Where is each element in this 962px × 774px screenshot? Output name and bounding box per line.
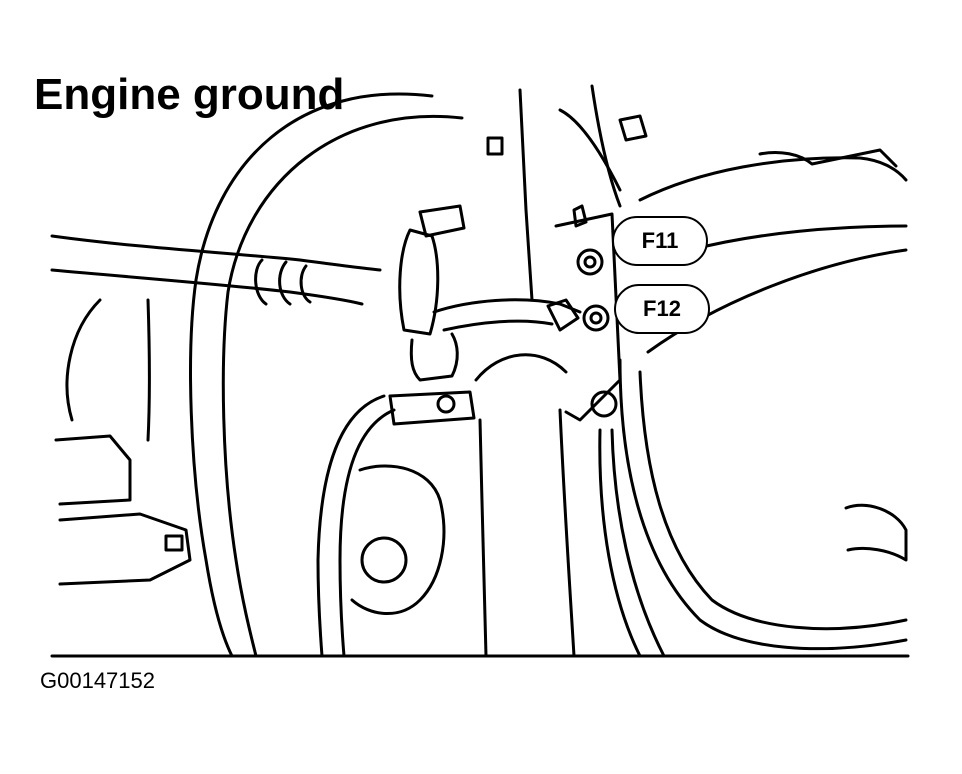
figure-id: G00147152 bbox=[40, 668, 155, 693]
upper-column-right bbox=[590, 84, 622, 208]
left-vertical bbox=[146, 298, 151, 442]
right-hose-1 bbox=[618, 358, 908, 651]
center-pipe-left bbox=[478, 418, 488, 658]
right-hose-2 bbox=[638, 370, 908, 631]
left-bracket-top bbox=[54, 434, 132, 506]
lower-bolt bbox=[436, 394, 456, 414]
small-bracket bbox=[486, 136, 504, 156]
horizontal-pipe-top bbox=[50, 234, 382, 272]
lower-bracket bbox=[388, 390, 476, 426]
pipe-coupling-1 bbox=[254, 258, 268, 306]
bolt-lower bbox=[590, 390, 618, 418]
left-clip bbox=[164, 534, 184, 552]
injector-top bbox=[418, 204, 466, 238]
right-hose-4 bbox=[610, 428, 666, 658]
pipe-coupling-3 bbox=[299, 264, 312, 304]
manifold-top bbox=[638, 156, 908, 202]
left-hose-outer bbox=[189, 92, 434, 658]
lower-pulley bbox=[360, 536, 408, 584]
mounting-plate bbox=[554, 212, 622, 422]
lower-housing bbox=[350, 464, 446, 615]
callout-f12: F12 bbox=[614, 284, 710, 334]
pipe-coupling-2 bbox=[278, 260, 292, 306]
left-bracket-mid bbox=[58, 512, 192, 586]
ground-terminal bbox=[546, 298, 580, 332]
left-hose-inner bbox=[221, 115, 464, 658]
right-hose-3 bbox=[598, 428, 642, 658]
bolt-f12-inner bbox=[589, 311, 603, 325]
bolt-f12 bbox=[582, 304, 610, 332]
center-pipe-top bbox=[474, 353, 568, 382]
diagram-title: Engine ground bbox=[34, 70, 345, 119]
left-arc bbox=[65, 298, 102, 422]
ground-wire-lower bbox=[442, 319, 554, 332]
top-hose bbox=[558, 108, 622, 192]
callout-f11: F11 bbox=[612, 216, 708, 266]
right-tube-end bbox=[844, 503, 908, 562]
bolt-f11-inner bbox=[583, 255, 597, 269]
manifold-connector bbox=[758, 148, 898, 168]
lower-tube-right bbox=[338, 408, 396, 658]
injector-body bbox=[398, 228, 440, 336]
injector-connector bbox=[409, 332, 459, 382]
center-pipe-right bbox=[558, 408, 576, 658]
lower-tube-left bbox=[316, 394, 386, 658]
manifold-mid bbox=[688, 224, 908, 252]
upper-column-left bbox=[518, 88, 534, 302]
horizontal-pipe-bottom bbox=[50, 268, 364, 306]
bolt-f11 bbox=[576, 248, 604, 276]
top-clip bbox=[618, 114, 648, 142]
